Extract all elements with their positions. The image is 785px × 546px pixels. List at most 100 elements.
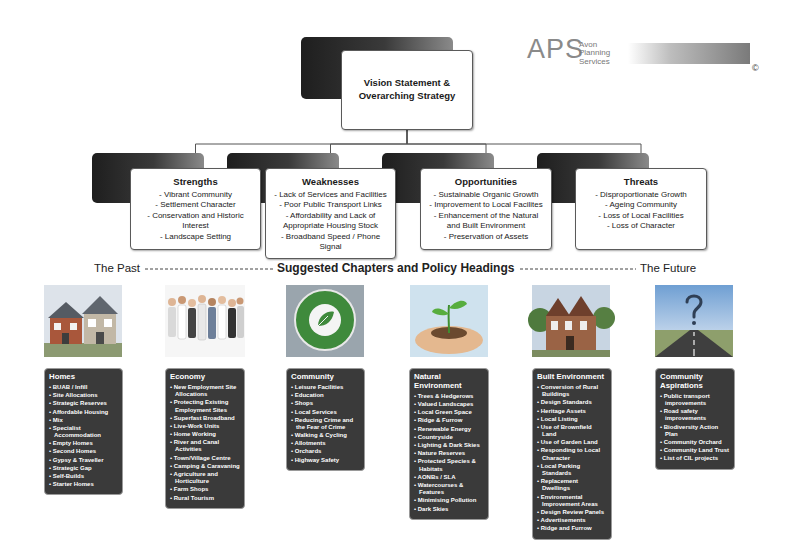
box-item: - Lack of Services and Facilities: [271, 190, 390, 200]
box-item: • Agriculture and Horticulture: [170, 471, 240, 485]
box-item: • AONBs / SLA: [414, 474, 484, 481]
box-heading: Vision Statement & Overarching Strategy: [350, 77, 464, 103]
box-item: - Poor Public Transport Links: [271, 200, 390, 210]
box-heading: Community: [291, 373, 360, 382]
box-item: • Highway Safety: [291, 457, 360, 464]
chapter-box: Built Environment • Conversion of Rural B…: [532, 368, 612, 540]
box-item: • Leisure Facilities: [291, 384, 360, 391]
chapter-box: Community• Leisure Facilities• Education…: [286, 368, 365, 471]
box-item: • Mix: [49, 417, 118, 424]
band-title: Suggested Chapters and Policy Headings: [273, 261, 518, 275]
box-item: • Countryside: [414, 434, 484, 441]
box-item: • Second Homes: [49, 448, 118, 455]
box-item: • Use of Garden Land: [537, 439, 607, 446]
box-item: - Disproportionate Growth: [581, 190, 701, 200]
box-item: • Lighting & Dark Skies: [414, 442, 484, 449]
band-label: The Future: [636, 262, 700, 276]
box-item: • Nature Reserves: [414, 450, 484, 457]
box-item: • Environmental Improvement Areas: [537, 494, 607, 508]
box-item: - Improvement to Local Facilites: [426, 200, 546, 210]
box-heading: Homes: [49, 373, 118, 382]
box-heading: Natural Environment: [414, 373, 484, 391]
box-item: • Site Allocations: [49, 392, 118, 399]
box-item: • Farm Shops: [170, 486, 240, 493]
box-item: • Conversion of Rural Buildings: [537, 384, 607, 398]
box-item: • Use of Brownfield Land: [537, 424, 607, 438]
box-item: • Specialist Accommodation: [49, 425, 118, 439]
box-item: • Community Land Trust: [660, 447, 730, 454]
box-item: • Home Working: [170, 431, 240, 438]
built-environment-photo: [528, 285, 615, 357]
box-item: • Public transport improvements: [660, 393, 730, 407]
box-item: • Orchards: [291, 448, 360, 455]
band-label: The Past: [90, 262, 144, 276]
box-item: - Loss of Local Facilities: [581, 211, 701, 221]
box-heading: Built Environment: [537, 373, 607, 382]
box-item: • Reducing Crime and the Fear of Crime: [291, 417, 360, 431]
box-item: - Landscape Setting: [136, 232, 255, 242]
box-item: • Dark Skies: [414, 506, 484, 513]
box-item: • Valued Landscapes: [414, 401, 484, 408]
community-aspirations-photo: [655, 285, 733, 357]
box-item: - Enhancement of the Natural and Built E…: [426, 211, 546, 232]
chapter-box: Natural Environment• Trees & Hedgerows• …: [409, 368, 489, 520]
box-item: • Renewable Energy: [414, 426, 484, 433]
box-item: - Loss of Character: [581, 221, 701, 231]
box-item: • Allotments: [291, 440, 360, 447]
box-item: - Settlement Character: [136, 200, 255, 210]
natural-environment-photo: [410, 285, 488, 357]
chapter-box: Economy • New Employment Site Allocations…: [165, 368, 245, 509]
box-heading: Opportunities: [426, 176, 546, 187]
box-heading: Economy: [170, 373, 240, 382]
logo-letters: APS: [527, 36, 584, 63]
copyright-mark: ©: [752, 63, 759, 73]
box-item: • River and Canal Activities: [170, 439, 240, 453]
opportunities-box: Opportunities - Sustainable Organic Growt…: [420, 168, 552, 250]
threats-box: Threats - Disproportionate Growth- Ageing…: [575, 168, 707, 250]
box-item: • Local Green Space: [414, 409, 484, 416]
box-item: - Conservation and Historic Interest: [136, 211, 255, 232]
box-item: • Camping & Caravaning: [170, 463, 240, 470]
box-item: • Community Orchard: [660, 439, 730, 446]
box-item: • Ridge and Furrow: [537, 525, 607, 532]
box-item: • Watercourses & Features: [414, 482, 484, 496]
logo-name: Avon Planning Services: [579, 41, 625, 66]
box-heading: Strengths: [136, 176, 255, 187]
box-item: • Empty Homes: [49, 440, 118, 447]
box-heading: Threats: [581, 176, 701, 187]
box-item: • Protected Species & Habitats: [414, 458, 484, 472]
box-item: • Road safety improvements: [660, 408, 730, 422]
box-item: • Starter Homes: [49, 481, 118, 488]
box-item: • Local Listing: [537, 416, 607, 423]
box-item: • Superfast Broadband: [170, 415, 240, 422]
box-item: • Strategic Gap: [49, 465, 118, 472]
homes-photo: [44, 285, 122, 357]
box-item: • Trees & Hedgerows: [414, 393, 484, 400]
box-item: • Rural Tourism: [170, 495, 240, 502]
box-item: • Heritage Assets: [537, 408, 607, 415]
chapter-box: Community Aspirations• Public transport …: [655, 368, 735, 470]
weaknesses-box: Weaknesses- Lack of Services and Facilit…: [265, 168, 396, 259]
box-item: • Town/Village Centre: [170, 455, 240, 462]
vision-box: Vision Statement & Overarching Strategy: [341, 50, 473, 130]
box-item: - Ageing Community: [581, 200, 701, 210]
box-item: • BUAB / Infill: [49, 384, 118, 391]
box-item: • Live-Work Units: [170, 423, 240, 430]
box-item: - Vibrant Community: [136, 190, 255, 200]
box-item: • Replacement Dwellings: [537, 478, 607, 492]
box-item: • Affordable Housing: [49, 409, 118, 416]
community-photo: [286, 285, 364, 357]
box-item: • Strategic Reserves: [49, 400, 118, 407]
box-item: • Responding to Local Character: [537, 447, 607, 461]
box-item: • Protecting Existing Employment Sites: [170, 399, 240, 413]
box-item: • Advertisements: [537, 517, 607, 524]
chapter-box: Homes• BUAB / Infill• Site Allocations• …: [44, 368, 123, 495]
box-item: • New Employment Site Allocations: [170, 384, 240, 398]
text-wrap: Vision Statement & Overarching Strategy: [350, 77, 464, 103]
box-item: • Design Review Panels: [537, 509, 607, 516]
box-item: • Local Parking Standards: [537, 463, 607, 477]
strengths-box: Strengths - Vibrant Community- Settlement…: [130, 168, 261, 250]
box-item: • Minimising Pollution: [414, 497, 484, 504]
box-item: • Ridge & Furrow: [414, 417, 484, 424]
box-item: - Sustainable Organic Growth: [426, 190, 546, 200]
